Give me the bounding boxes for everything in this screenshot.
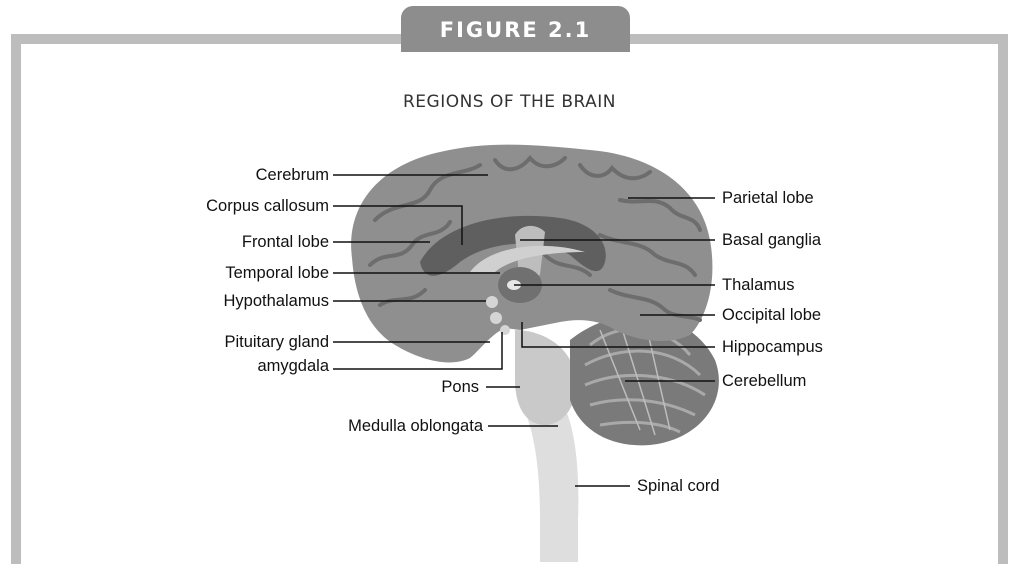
label-hippocampus: Hippocampus — [722, 337, 823, 357]
label-basal-ganglia: Basal ganglia — [722, 230, 821, 250]
label-amygdala: amygdala — [257, 356, 329, 376]
label-pons: Pons — [441, 377, 479, 397]
label-corpus-callosum: Corpus callosum — [206, 196, 329, 216]
label-cerebrum: Cerebrum — [256, 165, 329, 185]
label-spinal-cord: Spinal cord — [637, 476, 720, 496]
label-thalamus: Thalamus — [722, 275, 794, 295]
label-medulla-oblongata: Medulla oblongata — [348, 416, 483, 436]
label-occipital-lobe: Occipital lobe — [722, 305, 821, 325]
label-pituitary-gland: Pituitary gland — [224, 332, 329, 352]
pituitary-shape — [490, 312, 502, 324]
label-hypothalamus: Hypothalamus — [224, 291, 329, 311]
label-frontal-lobe: Frontal lobe — [242, 232, 329, 252]
label-parietal-lobe: Parietal lobe — [722, 188, 814, 208]
label-temporal-lobe: Temporal lobe — [225, 263, 329, 283]
hypothalamus-shape — [486, 296, 498, 308]
label-cerebellum: Cerebellum — [722, 371, 806, 391]
brainstem-shape — [515, 330, 575, 425]
